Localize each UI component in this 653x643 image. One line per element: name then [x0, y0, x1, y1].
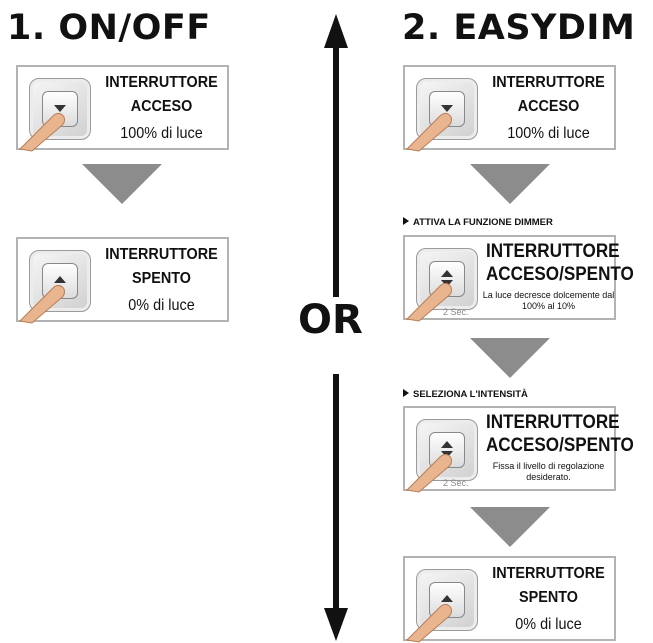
finger-icon	[18, 284, 65, 324]
finger-icon	[405, 453, 452, 493]
card-state: ACCESO	[517, 98, 580, 115]
card-state: SPENTO	[519, 589, 578, 606]
card-left-on: INTERRUTTORE ACCESO 100% di luce	[16, 65, 229, 152]
arrow-down-icon	[54, 105, 66, 112]
step-text: SELEZIONA L'INTENSITÀ	[413, 389, 528, 400]
card-light-level: 0% di luce	[515, 616, 582, 633]
arrow-head-bottom	[324, 608, 348, 641]
card-right-select: 2 Sec. INTERRUTTORE ACCESO/SPENTO Fissa …	[403, 406, 634, 493]
finger-icon	[405, 603, 452, 643]
card-state: ACCESO/SPENTO	[485, 435, 634, 456]
double-arrow	[324, 14, 348, 641]
arrow-shaft-top	[333, 46, 339, 316]
card-title: INTERRUTTORE	[492, 74, 605, 91]
card-right-off: INTERRUTTORE SPENTO 0% di luce	[403, 556, 616, 643]
finger-icon	[18, 112, 65, 152]
play-icon	[403, 389, 409, 397]
card-state: ACCESO/SPENTO	[485, 264, 634, 285]
card-light-level: 100% di luce	[120, 125, 203, 142]
card-left-off: INTERRUTTORE SPENTO 0% di luce	[16, 237, 229, 324]
card-title: INTERRUTTORE	[105, 74, 218, 91]
finger-icon	[405, 112, 452, 152]
card-title: INTERRUTTORE	[485, 241, 620, 262]
card-title: INTERRUTTORE	[492, 565, 605, 582]
duration-label: 2 Sec.	[443, 478, 469, 488]
or-label: OR	[298, 297, 363, 343]
arrow-up-icon	[441, 595, 453, 602]
step-text: ATTIVA LA FUNZIONE DIMMER	[413, 217, 553, 228]
flow-arrow	[470, 338, 550, 378]
card-light-level: 0% di luce	[128, 297, 195, 314]
card-light-level: 100% di luce	[507, 125, 590, 142]
card-title: INTERRUTTORE	[485, 412, 620, 433]
arrow-down-icon	[441, 105, 453, 112]
arrow-up-icon	[54, 276, 66, 283]
heading-easydim: 2. EASYDIM	[402, 8, 636, 48]
card-title: INTERRUTTORE	[105, 246, 218, 263]
flow-arrow	[470, 507, 550, 547]
step-label-dimmer: ATTIVA LA FUNZIONE DIMMER	[403, 217, 553, 228]
card-state: SPENTO	[132, 270, 191, 287]
flow-arrow	[82, 164, 162, 204]
duration-label: 2 Sec.	[443, 307, 469, 317]
switch-icon	[29, 78, 91, 140]
card-note: La luce decresce dolcemente dal 100% al …	[482, 290, 615, 311]
card-right-on: INTERRUTTORE ACCESO 100% di luce	[403, 65, 616, 152]
arrow-head-top	[324, 14, 348, 48]
play-icon	[403, 217, 409, 225]
flow-arrow	[470, 164, 550, 204]
card-state: ACCESO	[130, 98, 193, 115]
heading-on-off: 1. ON/OFF	[7, 8, 211, 48]
card-right-dimmer: 2 Sec. INTERRUTTORE ACCESO/SPENTO La luc…	[403, 235, 634, 322]
step-label-intensity: SELEZIONA L'INTENSITÀ	[403, 389, 528, 400]
arrow-shaft-bottom	[333, 374, 339, 610]
finger-icon	[405, 282, 452, 322]
card-note: Fissa il livello di regolazione desidera…	[492, 461, 605, 482]
